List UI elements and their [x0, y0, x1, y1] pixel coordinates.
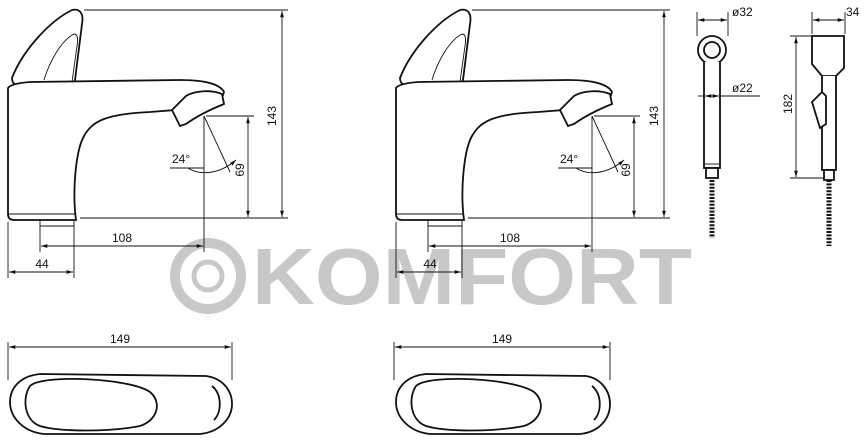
faucet-spout-tip [170, 90, 226, 128]
dim-base-right: 44 [423, 257, 437, 271]
dim-top-length-left: 149 [110, 332, 130, 346]
faucet-body [7, 79, 225, 221]
top-view-lever [24, 377, 158, 432]
hand-shower-side-view: 34 182 [781, 5, 860, 246]
top-view-spout [591, 385, 601, 421]
dim-handshower-dia-mid: ø22 [732, 81, 753, 95]
hand-shower-side-head [811, 35, 845, 77]
faucet-base-underside [39, 220, 75, 227]
faucet-side-view-right: 143 69 24° 108 44 [395, 8, 670, 278]
top-view-outline [395, 373, 611, 435]
faucet-top-view-right: 149 [393, 332, 611, 435]
hand-shower-side-connector [823, 169, 835, 181]
hand-shower-head [697, 35, 727, 65]
dim-spout-height-right: 69 [619, 163, 633, 177]
dim-handshower-dia-top: ø32 [732, 5, 753, 19]
watermark-text: KOMFORT [252, 232, 692, 321]
dim-base-left: 44 [35, 257, 49, 271]
dim-handshower-width: 34 [846, 5, 860, 19]
faucet-base-underside [427, 220, 463, 227]
top-view-lever [410, 377, 542, 432]
faucet-body [395, 79, 613, 221]
watermark-ring-inner [191, 259, 225, 293]
dim-height-right: 143 [647, 106, 661, 126]
komfort-watermark: KOMFORT [170, 232, 692, 321]
faucet-handle-inner [43, 33, 78, 83]
dim-handshower-length: 182 [781, 94, 795, 114]
dim-spout-height-left: 69 [233, 163, 247, 177]
watermark-ring-outer [170, 238, 246, 314]
dim-top-length-right: 149 [492, 332, 512, 346]
faucet-handle [11, 8, 84, 89]
top-view-outline [9, 373, 233, 435]
faucet-spout-tip [558, 90, 614, 128]
hand-shower-nozzle [703, 41, 721, 59]
dim-angle-right: 24° [560, 152, 578, 166]
faucet-handle-inner [431, 33, 466, 83]
hand-shower-handle [703, 62, 721, 169]
faucet-top-view-left: 149 [7, 332, 233, 435]
faucet-handle [399, 8, 472, 89]
top-view-spout [211, 385, 221, 421]
dim-reach-right: 108 [500, 231, 520, 245]
faucet-side-view-left: 143 69 24° 108 44 [7, 8, 288, 278]
hand-shower-trigger [810, 90, 827, 130]
hand-shower-connector [705, 167, 719, 179]
dim-height-left: 143 [265, 106, 279, 126]
dim-reach-left: 108 [112, 231, 132, 245]
hand-shower-front-view: ø32 ø22 [696, 5, 760, 238]
dim-angle-left: 24° [172, 152, 190, 166]
